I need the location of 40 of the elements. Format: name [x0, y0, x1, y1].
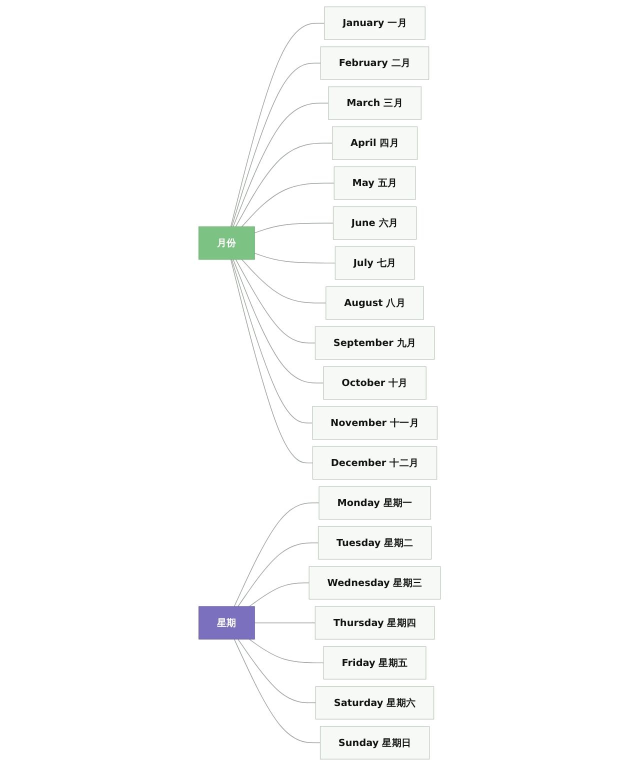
connector — [254, 622, 316, 624]
connector — [242, 259, 327, 304]
connector — [233, 259, 324, 384]
node-box: July 七月 — [335, 246, 416, 280]
node-box: October 十月 — [323, 366, 427, 400]
connector — [233, 102, 330, 228]
node-box: January 一月 — [324, 6, 426, 40]
node-box: June 六月 — [333, 206, 417, 240]
node-box: 月份 — [198, 226, 256, 260]
node-box: February 二月 — [320, 46, 430, 80]
node-box: 星期 — [198, 606, 256, 640]
connector — [254, 252, 336, 264]
connector — [234, 638, 321, 744]
connector — [230, 22, 326, 228]
node-box: Saturday 星期六 — [316, 686, 434, 720]
connector — [238, 638, 316, 704]
connector — [232, 259, 314, 424]
connector — [249, 582, 310, 607]
node-box: March 三月 — [328, 86, 422, 120]
node-box: Friday 星期五 — [324, 646, 427, 680]
connector — [230, 259, 314, 464]
connector — [249, 638, 324, 664]
connector — [236, 259, 316, 344]
node-box: April 四月 — [332, 126, 418, 160]
connector — [242, 182, 335, 228]
node-box: December 十二月 — [312, 446, 438, 480]
node-box: September 九月 — [315, 326, 436, 360]
node-box: August 八月 — [326, 286, 424, 320]
connector — [254, 222, 334, 234]
node-box: Thursday 星期四 — [315, 606, 436, 640]
connector — [232, 62, 322, 228]
node-box: Sunday 星期日 — [320, 726, 430, 760]
connector — [238, 542, 319, 607]
connector — [234, 502, 320, 607]
node-box: Tuesday 星期二 — [318, 526, 432, 560]
node-box: May 五月 — [334, 166, 416, 200]
node-box: Monday 星期一 — [319, 486, 432, 520]
node-box: Wednesday 星期三 — [309, 566, 442, 600]
connector — [236, 142, 333, 228]
node-box: November 十一月 — [312, 406, 438, 440]
